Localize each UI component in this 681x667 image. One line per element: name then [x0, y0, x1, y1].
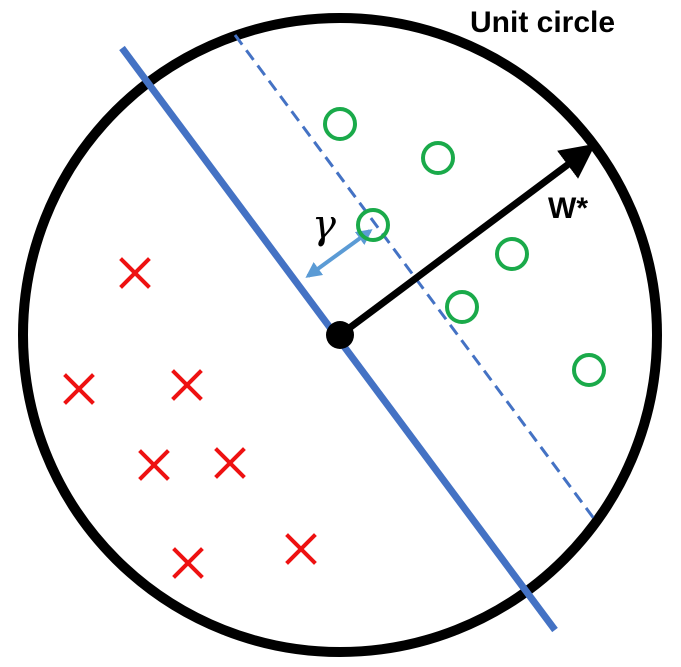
negative-sample	[214, 447, 246, 479]
positive-samples	[323, 107, 606, 387]
negative-sample	[171, 369, 203, 401]
positive-sample	[356, 208, 390, 242]
negative-sample	[172, 547, 204, 579]
negative-samples	[63, 257, 317, 579]
positive-sample	[323, 107, 357, 141]
positive-sample	[495, 237, 529, 271]
negative-sample	[285, 533, 317, 565]
negative-sample	[138, 449, 170, 481]
negative-sample	[119, 257, 151, 289]
margin-line	[233, 34, 597, 521]
negative-sample	[63, 373, 95, 405]
positive-sample	[445, 290, 479, 324]
positive-sample	[572, 353, 606, 387]
unit-circle-label: Unit circle	[470, 6, 615, 39]
margin-arrow	[305, 229, 373, 278]
positive-sample	[421, 141, 455, 175]
margin-label: γ	[312, 202, 336, 248]
weight-vector-label: W*	[548, 192, 588, 225]
unit-circle	[18, 13, 662, 657]
origin-point	[326, 321, 354, 349]
weight-vector-arrow	[337, 143, 596, 338]
